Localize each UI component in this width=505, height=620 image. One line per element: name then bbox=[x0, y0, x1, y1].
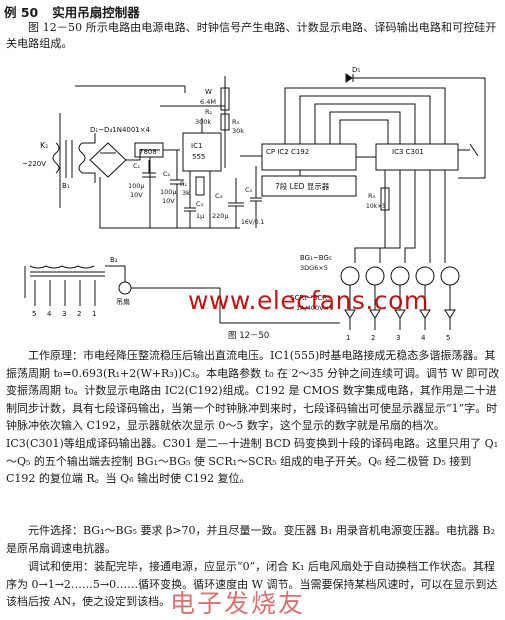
ic2-label: CP IC2 C192 bbox=[266, 148, 309, 156]
c3-label: C₃ bbox=[196, 200, 204, 208]
regulator-label: 7808 bbox=[139, 148, 157, 156]
tap-2: 2 bbox=[77, 310, 81, 318]
scr-num-5: 5 bbox=[446, 334, 450, 342]
fan-label: 吊扇 bbox=[116, 297, 130, 306]
figure-caption: 图 12－50 bbox=[228, 331, 270, 341]
tap-5: 5 bbox=[32, 310, 36, 318]
r3-label: R₃ bbox=[232, 118, 240, 126]
ic1-label: IC1 bbox=[191, 142, 202, 150]
c2-label: C₂ bbox=[163, 170, 171, 178]
r2-label: R₂ bbox=[205, 108, 213, 116]
c5-value: 16V/0.1 bbox=[241, 219, 264, 226]
scr-num-1: 1 bbox=[346, 334, 350, 342]
bridge-label: D₁~D₄1N4001×4 bbox=[90, 126, 151, 134]
r3-value: 30k bbox=[232, 127, 244, 135]
k1-label: K₁ bbox=[40, 141, 48, 150]
c5-label: C₅ bbox=[245, 186, 253, 194]
circuit-schematic: K₁ ~220V B₁ D₁~D₄1N4001×4 7808 C₁ 100μ 1… bbox=[22, 66, 486, 342]
example-title: 实用吊扇控制器 bbox=[52, 5, 140, 20]
c3-value: 1μ bbox=[196, 212, 204, 220]
w-label: W bbox=[205, 88, 212, 96]
c2-value: 100μ bbox=[160, 188, 177, 196]
scr-num-2: 2 bbox=[371, 334, 375, 342]
components-paragraph: 元件选择：BG₁～BG₅ 要求 β>70，并且尽量一致。变压器 B₁ 用录音机电… bbox=[6, 524, 496, 555]
scr-label: SCR₁~SCR₅ bbox=[290, 294, 330, 302]
ic3-label: IC3 C301 bbox=[392, 148, 424, 156]
c2-voltage: 10V bbox=[162, 197, 175, 205]
intro-paragraph: 图 12－50 所示电路由电源电路、时钟信号产生电路、计数显示电路、译码输出电路… bbox=[6, 21, 497, 50]
transistor-type: 3DG6×5 bbox=[300, 264, 328, 272]
r1-label: R₁ bbox=[180, 180, 188, 188]
r4-value: 10k×5 bbox=[366, 203, 386, 210]
c1-value: 100μ bbox=[128, 182, 145, 190]
scr-num-3: 3 bbox=[396, 334, 400, 342]
example-number: 例 50 bbox=[4, 5, 39, 20]
w-value: 6.4M bbox=[200, 98, 216, 106]
c4-label: C₄ bbox=[215, 192, 223, 200]
principle-paragraph: 工作原理：市电经降压整流稳压后输出直流电压。IC1(555)时基电路接成无稳态多… bbox=[6, 349, 500, 486]
usage-paragraph: 调试和使用：装配完毕，接通电源，应显示“0”，闭合 K₁ 后电风扇处于自动换档工… bbox=[6, 560, 498, 609]
page-title: 例 50 实用吊扇控制器 bbox=[4, 2, 140, 21]
d5-label: D₅ bbox=[352, 66, 360, 74]
transistor-label: BG₁~BG₅ bbox=[300, 254, 332, 262]
r2-value: 300k bbox=[195, 118, 211, 126]
led-display-label: 7段 LED 显示器 bbox=[275, 181, 330, 191]
c4-value: 220μ bbox=[212, 212, 229, 220]
scr-type: 1A/400V×5 bbox=[296, 304, 333, 312]
transformer-label: B₁ bbox=[62, 182, 70, 190]
tap-1: 1 bbox=[92, 310, 96, 318]
voltage-label: ~220V bbox=[22, 160, 46, 168]
c1-label: C₁ bbox=[133, 162, 141, 170]
c1-voltage: 10V bbox=[130, 191, 143, 199]
r4-label: R₄ bbox=[368, 192, 376, 200]
scr-num-4: 4 bbox=[421, 334, 426, 342]
reactor-label: B₂ bbox=[110, 256, 118, 264]
watermark-url: www.elecfans.com bbox=[188, 286, 429, 315]
tap-4: 4 bbox=[47, 310, 52, 318]
r1-value: 3k bbox=[182, 189, 190, 197]
watermark-chinese: 电子发烧友 bbox=[170, 589, 306, 618]
ic1-type: 555 bbox=[192, 153, 205, 161]
tap-3: 3 bbox=[62, 310, 66, 318]
